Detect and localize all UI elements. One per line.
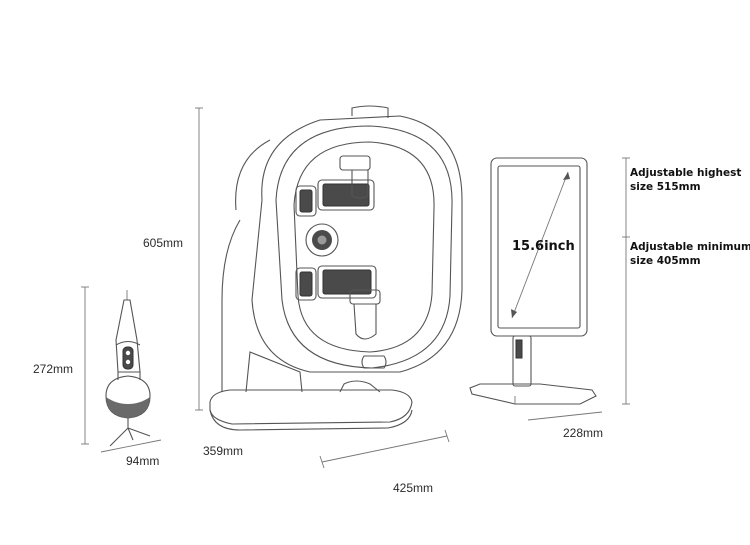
device-depth-label: 359mm [203, 444, 243, 458]
device-height-label: 605mm [143, 236, 183, 250]
device-width-dimension [319, 429, 450, 469]
handheld-probe [105, 290, 151, 447]
adjustable-highest-line1: Adjustable highest [630, 167, 741, 179]
handheld-width-dimension [100, 439, 162, 453]
monitor-height-range-dimension [622, 157, 630, 405]
monitor-base-label: 228mm [563, 426, 603, 440]
handheld-height-label: 272mm [33, 362, 73, 376]
device-height-dimension [195, 107, 203, 411]
handheld-height-dimension [81, 286, 89, 445]
adjustable-highest-line2: size 515mm [630, 181, 701, 193]
adjustable-minimum-line1: Adjustable minimum [630, 241, 750, 253]
skin-analyzer-device [209, 105, 463, 431]
monitor-screen-size: 15.6inch [512, 239, 575, 254]
handheld-width-label: 94mm [126, 454, 159, 468]
monitor-base-dimension [527, 411, 603, 421]
monitor [469, 157, 597, 405]
adjustable-minimum-line2: size 405mm [630, 255, 701, 267]
device-width-label: 425mm [393, 481, 433, 495]
